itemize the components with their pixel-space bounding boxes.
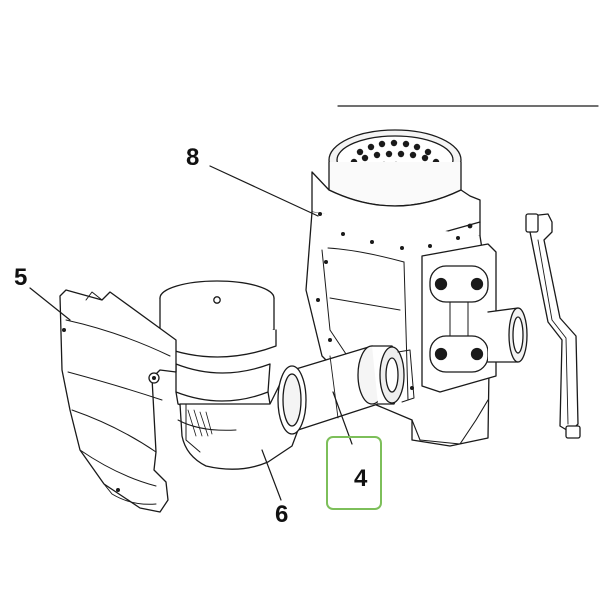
callout-label-5[interactable]: 5 (14, 264, 28, 291)
side-drain-tube (525, 213, 581, 439)
leader-line-4 (332, 391, 353, 445)
part-4-intake-tube (285, 345, 415, 431)
part-6-precleaner (159, 280, 307, 470)
leader-lines (29, 165, 353, 501)
callout-label-6[interactable]: 6 (275, 501, 289, 528)
selected-callout-highlight[interactable] (326, 436, 382, 510)
elbow-ribs (187, 409, 213, 437)
leader-line-5 (29, 287, 71, 321)
callout-label-4[interactable]: 4 (354, 465, 368, 492)
part-8-housing (305, 129, 528, 447)
leader-line-6 (261, 449, 282, 501)
part-5-cover-panel (59, 289, 177, 513)
callout-label-8[interactable]: 8 (186, 144, 200, 171)
housing-rivets (316, 212, 473, 390)
leader-line-8 (209, 165, 319, 217)
